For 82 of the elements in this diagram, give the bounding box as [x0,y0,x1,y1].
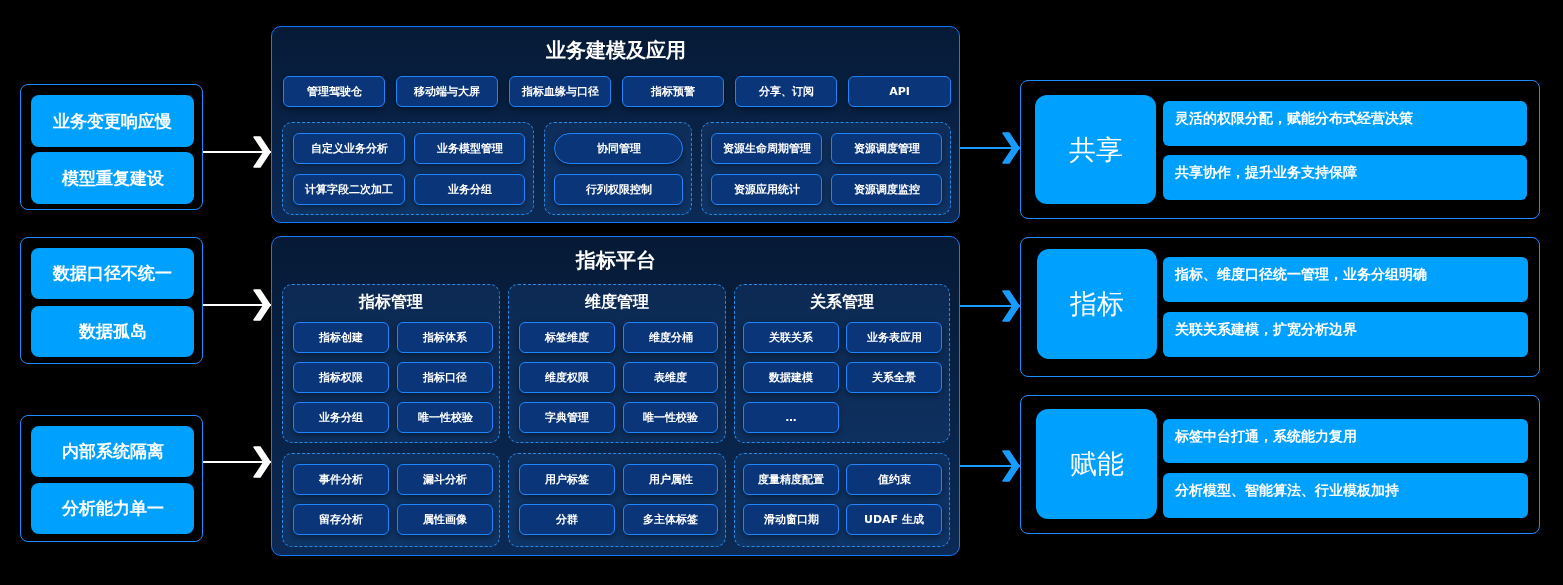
module-group-frame [508,284,726,443]
feature-tile: 业务分组 [293,402,389,433]
feature-tile: 关联关系 [743,322,839,353]
feature-tile: 移动端与大屏 [396,76,498,107]
feature-tile: 滑动窗口期 [743,504,839,535]
module-title: 关系管理 [810,292,874,313]
feature-tile: 业务分组 [414,174,525,205]
panel-title: 业务建模及应用 [545,37,686,64]
benefit-card: 指标 [1037,249,1157,359]
feature-tile: … [743,402,839,433]
benefit-line-card: 灵活的权限分配，赋能分布式经营决策 [1163,101,1527,146]
feature-tile: 属性画像 [397,504,493,535]
feature-tile: 事件分析 [293,464,389,495]
feature-tile: 指标创建 [293,322,389,353]
feature-tile: 维度权限 [519,362,615,393]
feature-tile: 业务模型管理 [414,133,525,164]
dashed-group-frame [544,122,692,215]
benefit-line-card: 共享协作，提升业务支持保障 [1163,155,1527,200]
platform-panel [271,26,960,223]
module-group-frame [282,284,500,443]
feature-tile: 指标体系 [397,322,493,353]
feature-tile: 分群 [519,504,615,535]
feature-tile: 管理驾驶仓 [283,76,385,107]
group-frame [1020,395,1540,534]
group-frame [1020,80,1540,219]
problem-card: 数据口径不统一 [31,248,194,299]
dashed-group-frame [701,122,951,215]
problem-card: 分析能力单一 [31,483,194,534]
feature-tile: 标签维度 [519,322,615,353]
benefit-line-card: 分析模型、智能算法、行业模板加持 [1163,473,1528,518]
benefit-line-card: 指标、维度口径统一管理，业务分组明确 [1163,257,1528,302]
feature-tile: 留存分析 [293,504,389,535]
group-frame [1020,237,1540,377]
feature-tile: 资源调度管理 [831,133,942,164]
feature-tile: API [848,76,951,107]
feature-tile: 唯一性校验 [623,402,718,433]
feature-tile: 用户标签 [519,464,615,495]
feature-tile: 表维度 [623,362,718,393]
benefit-card: 赋能 [1036,409,1157,519]
benefit-line-card: 关联关系建模，扩宽分析边界 [1163,312,1528,357]
group-frame [20,84,203,210]
feature-tile: 漏斗分析 [397,464,493,495]
group-frame [20,237,203,364]
feature-tile: 指标权限 [293,362,389,393]
feature-tile: 指标口径 [397,362,493,393]
feature-tile: 用户属性 [623,464,718,495]
feature-tile: 资源调度监控 [831,174,942,205]
feature-tile: 资源应用统计 [711,174,822,205]
dashed-group-frame [282,122,534,215]
feature-tile: 分享、订阅 [735,76,837,107]
feature-tile: 计算字段二次加工 [293,174,405,205]
problem-card: 数据孤岛 [31,306,194,357]
feature-tile: UDAF 生成 [846,504,942,535]
feature-tile: 自定义业务分析 [293,133,405,164]
dashed-group-frame [508,453,726,547]
feature-tile: 字典管理 [519,402,615,433]
problem-card: 内部系统隔离 [31,426,194,477]
feature-tile: 维度分桶 [623,322,718,353]
feature-tile: 指标预警 [622,76,724,107]
feature-tile: 行列权限控制 [554,174,683,205]
dashed-group-frame [282,453,500,547]
feature-tile: 多主体标签 [623,504,718,535]
module-title: 维度管理 [585,292,649,313]
feature-tile: 唯一性校验 [397,402,493,433]
feature-tile: 度量精度配置 [743,464,839,495]
feature-tile: 业务表应用 [846,322,942,353]
group-frame [20,415,203,542]
feature-tile: 指标血缘与口径 [509,76,611,107]
benefit-line-card: 标签中台打通，系统能力复用 [1163,419,1528,463]
module-title: 指标管理 [359,292,423,313]
problem-card: 业务变更响应慢 [31,95,194,147]
benefit-card: 共享 [1035,95,1156,204]
feature-pill: 协同管理 [554,133,683,164]
panel-title: 指标平台 [575,247,656,274]
module-group-frame [734,284,950,443]
feature-tile: 数据建模 [743,362,839,393]
problem-card: 模型重复建设 [31,152,194,204]
feature-tile: 值约束 [846,464,942,495]
dashed-group-frame [734,453,950,547]
platform-panel [271,236,960,556]
feature-tile: 关系全景 [846,362,942,393]
feature-tile: 资源生命周期管理 [711,133,822,164]
